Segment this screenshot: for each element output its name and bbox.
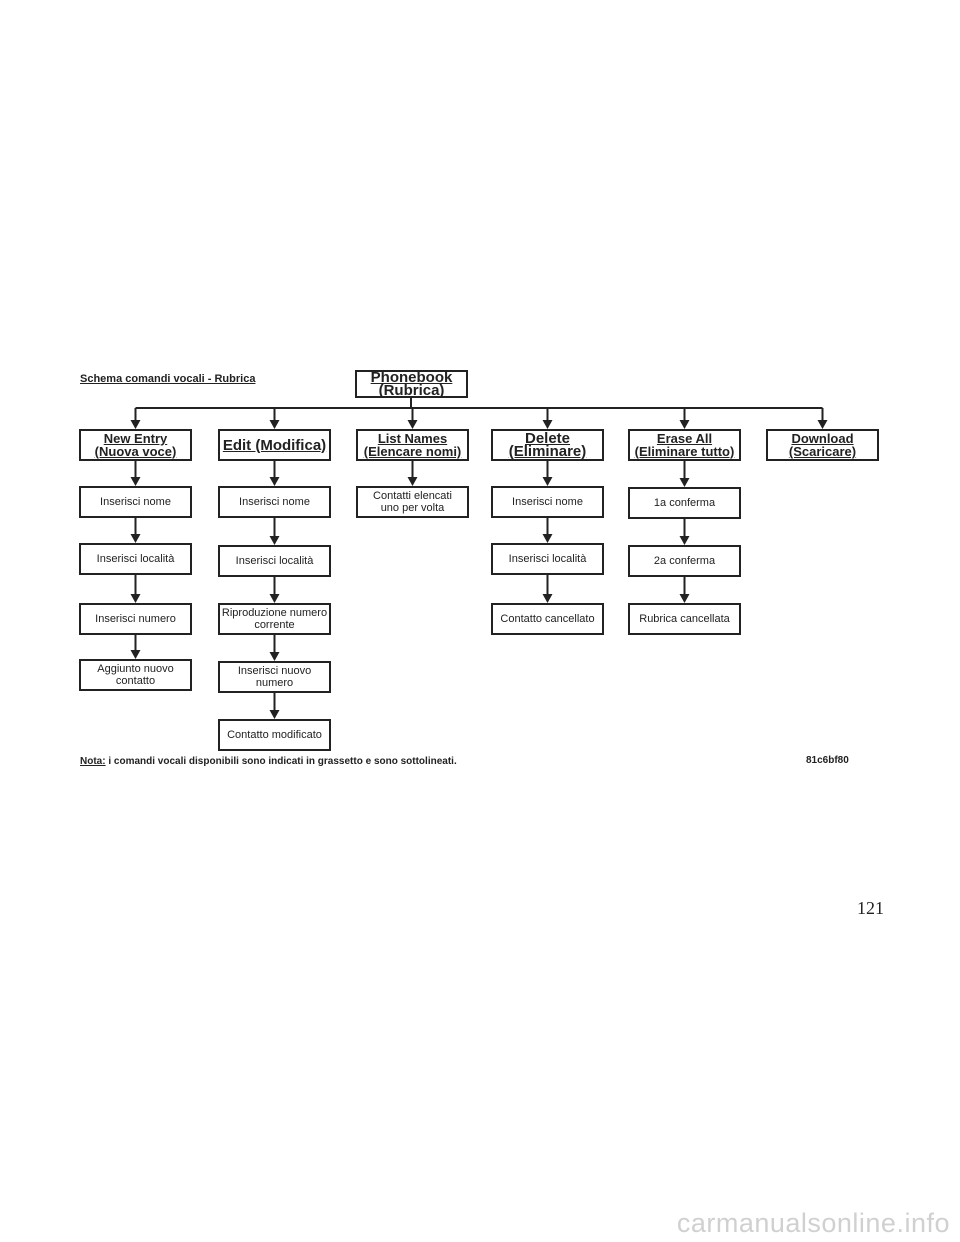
footnote-text: i comandi vocali disponibili sono indica… bbox=[105, 756, 457, 767]
step-node: Aggiunto nuovo contatto bbox=[79, 659, 192, 691]
arrow-head bbox=[269, 652, 280, 661]
step-node: Inserisci nuovo numero bbox=[218, 661, 331, 693]
command-label: List Names bbox=[377, 431, 448, 446]
arrow-head bbox=[130, 650, 141, 659]
arrow-head bbox=[130, 534, 141, 543]
arrow-head bbox=[679, 536, 690, 545]
command-label: Erase All bbox=[656, 431, 713, 446]
root-node-phonebook: Phonebook (Rubrica) bbox=[355, 370, 468, 398]
arrow-head bbox=[542, 420, 553, 429]
command-label: Download bbox=[791, 431, 854, 446]
command-label: New Entry bbox=[103, 431, 168, 446]
arrow-head bbox=[542, 594, 553, 603]
step-node: Rubrica cancellata bbox=[628, 603, 741, 635]
arrow-head bbox=[130, 477, 141, 486]
command-label: (Nuova voce) bbox=[94, 444, 177, 459]
step-node: Inserisci località bbox=[491, 543, 604, 575]
step-node: Inserisci nome bbox=[79, 486, 192, 518]
command-label: (Scaricare) bbox=[788, 444, 857, 459]
figure-code: 81c6bf80 bbox=[806, 755, 849, 766]
arrow-head bbox=[130, 594, 141, 603]
step-node: Inserisci nome bbox=[491, 486, 604, 518]
step-node: Riproduzione numero corrente bbox=[218, 603, 331, 635]
command-node: Download(Scaricare) bbox=[766, 429, 879, 461]
arrow-head bbox=[269, 710, 280, 719]
command-node: Delete (Eliminare) bbox=[491, 429, 604, 461]
arrow-head bbox=[679, 594, 690, 603]
arrow-head bbox=[679, 478, 690, 487]
command-node: Erase All(Eliminare tutto) bbox=[628, 429, 741, 461]
page-number: 121 bbox=[857, 898, 884, 918]
arrow-head bbox=[269, 420, 280, 429]
command-node: List Names(Elencare nomi) bbox=[356, 429, 469, 461]
root-node-label: Phonebook (Rubrica) bbox=[370, 369, 453, 399]
command-label: (Eliminare tutto) bbox=[634, 444, 735, 459]
diagram-title: Schema comandi vocali - Rubrica bbox=[80, 373, 256, 385]
command-label: (Elencare nomi) bbox=[363, 444, 462, 459]
step-node: Inserisci nome bbox=[218, 486, 331, 518]
step-node: Inserisci località bbox=[218, 545, 331, 577]
arrow-head bbox=[130, 420, 141, 429]
command-label: Edit (Modifica) bbox=[222, 436, 327, 454]
arrow-head bbox=[407, 420, 418, 429]
arrow-head bbox=[269, 536, 280, 545]
arrow-head bbox=[269, 477, 280, 486]
arrow-head bbox=[817, 420, 828, 429]
arrow-head bbox=[542, 534, 553, 543]
arrow-head bbox=[542, 477, 553, 486]
step-node: Contatti elencati uno per volta bbox=[356, 486, 469, 518]
command-node: New Entry(Nuova voce) bbox=[79, 429, 192, 461]
step-node: 1a conferma bbox=[628, 487, 741, 519]
step-node: Contatto modificato bbox=[218, 719, 331, 751]
step-node: Contatto cancellato bbox=[491, 603, 604, 635]
footnote: Nota: i comandi vocali disponibili sono … bbox=[80, 756, 457, 767]
step-node: 2a conferma bbox=[628, 545, 741, 577]
footnote-label: Nota: bbox=[80, 756, 106, 767]
arrow-head bbox=[269, 594, 280, 603]
step-node: Inserisci località bbox=[79, 543, 192, 575]
arrow-head bbox=[407, 477, 418, 486]
command-node: Edit (Modifica) bbox=[218, 429, 331, 461]
command-label: Delete (Eliminare) bbox=[508, 430, 587, 460]
step-node: Inserisci numero bbox=[79, 603, 192, 635]
arrow-head bbox=[679, 420, 690, 429]
watermark: carmanualsonline.info bbox=[676, 1208, 950, 1238]
